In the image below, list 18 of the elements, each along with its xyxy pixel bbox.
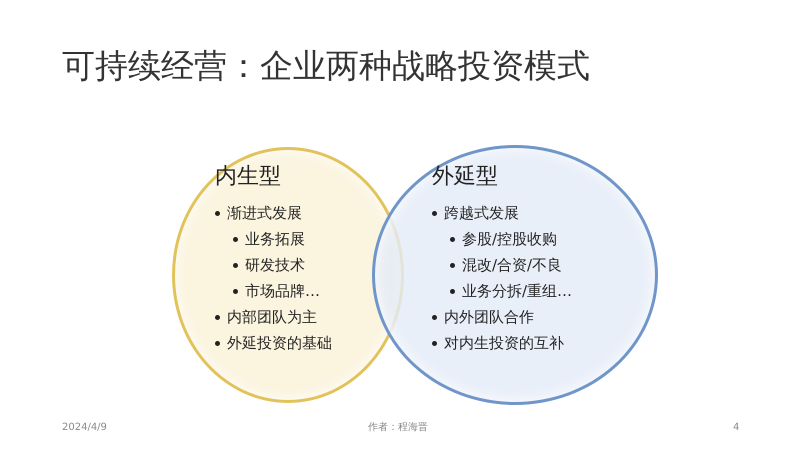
bullet-item: 业务拓展 [245,229,305,250]
circle-heading: 外延型 [432,163,498,191]
bullet-item: 对内生投资的互补 [444,333,564,354]
circle-heading: 内生型 [215,163,281,191]
bullet-item: 跨越式发展 [444,203,519,224]
bullet-item: 内部团队为主 [227,307,317,328]
footer-text: 2024/4/9 [62,421,107,435]
bullet-item: 参股/控股收购 [462,229,558,250]
bullet-item: 市场品牌… [245,281,320,302]
bullet-item: 渐进式发展 [227,203,302,224]
bullet-item: 内外团队合作 [444,307,534,328]
bullet-item: 外延投资的基础 [227,333,332,354]
footer-text: 4 [733,421,740,435]
bullet-item: 混改/合资/不良 [462,255,562,276]
bullet-item: 研发技术 [245,255,305,276]
slide-title: 可持续经营：企业两种战略投资模式 [62,45,590,87]
footer-text: 作者：程海晋 [368,421,428,435]
bullet-item: 业务分拆/重组… [462,281,572,302]
